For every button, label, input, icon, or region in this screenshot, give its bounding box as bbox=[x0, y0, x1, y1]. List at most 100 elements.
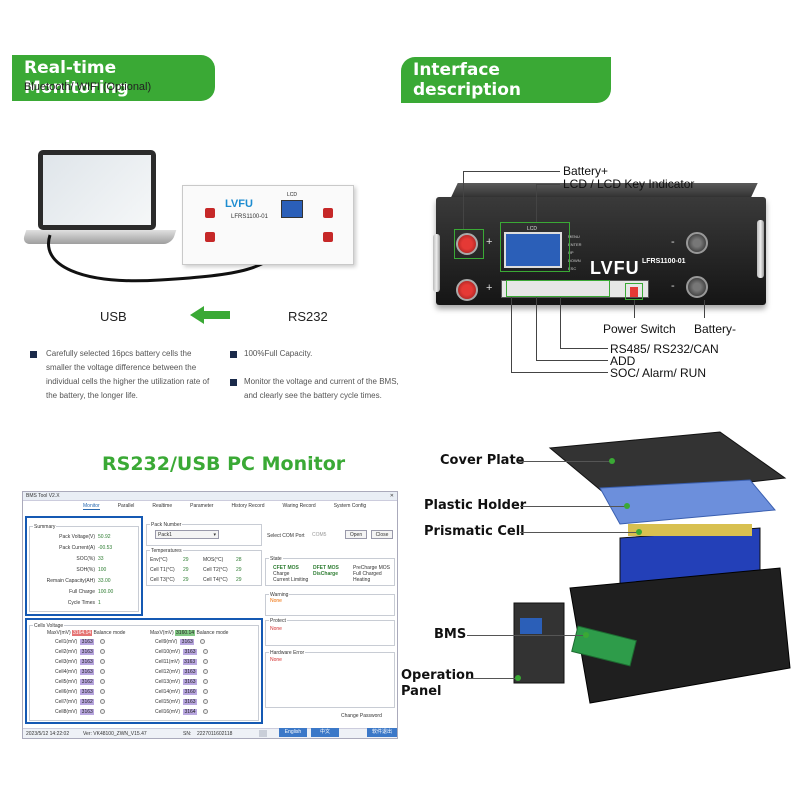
temp-row: Env(°C)29 bbox=[150, 557, 189, 563]
warning-title: Warning bbox=[269, 592, 290, 598]
battery-plus-terminal bbox=[456, 233, 478, 255]
lcd-tag: LCD bbox=[287, 192, 298, 198]
bullet-icon bbox=[30, 351, 37, 358]
bms-tool-window: BMS Tool V2.X ✕ Monitor Parallel Realtim… bbox=[22, 491, 398, 739]
summary-row: Pack Voltage(V)50.92 bbox=[59, 534, 111, 540]
balance-indicator bbox=[202, 659, 208, 665]
leader-line bbox=[560, 348, 608, 349]
model-number: LFRS1100-01 bbox=[231, 214, 268, 220]
balance-indicator bbox=[200, 639, 206, 645]
power-switch[interactable] bbox=[630, 287, 638, 297]
connectivity-subtitle: Bluetooth/ WIFI (Optional) bbox=[24, 81, 152, 93]
terminal-right-top bbox=[323, 208, 333, 218]
window-title-bar: BMS Tool V2.X ✕ bbox=[23, 492, 397, 501]
lock-icon[interactable] bbox=[259, 730, 267, 737]
negative-terminal bbox=[205, 232, 215, 242]
model-number: LFRS1100-01 bbox=[642, 258, 686, 265]
close-button[interactable]: Close bbox=[371, 530, 393, 539]
balance-indicator bbox=[100, 659, 106, 665]
cell-row: Cell1(mV)3163 bbox=[55, 639, 106, 645]
cell-row: Cell15(mV)3163 bbox=[155, 699, 209, 705]
usb-label: USB bbox=[100, 309, 127, 324]
green-arrow-icon bbox=[190, 306, 230, 324]
right-handle bbox=[757, 220, 764, 278]
cell-row: Cell3(mV)3163 bbox=[55, 659, 106, 665]
laptop-screen bbox=[38, 150, 156, 230]
leader-line bbox=[536, 184, 560, 185]
leader-line bbox=[519, 461, 611, 462]
state-col-2: DFET MOS DisCharge bbox=[313, 565, 339, 577]
plus-sign: + bbox=[486, 236, 493, 248]
pack-select[interactable]: Pack1▾ bbox=[155, 530, 219, 539]
battery-module-white: LVFU LFRS1100-01 LCD bbox=[182, 185, 354, 265]
tab-monitor[interactable]: Monitor bbox=[83, 503, 100, 510]
leader-line bbox=[520, 506, 626, 507]
window-title: BMS Tool V2.X bbox=[26, 493, 60, 499]
feature-text-3: Monitor the voltage and current of the B… bbox=[244, 377, 399, 400]
cells-voltage-highlight bbox=[25, 618, 263, 724]
chinese-button[interactable]: 中文 bbox=[311, 728, 339, 737]
tab-waring-record[interactable]: Waring Record bbox=[282, 503, 316, 509]
warning-value: None bbox=[270, 598, 282, 604]
temp-row: MOS(°C)28 bbox=[203, 557, 242, 563]
balance-indicator bbox=[203, 699, 209, 705]
leader-dot bbox=[609, 458, 615, 464]
open-button[interactable]: Open bbox=[345, 530, 367, 539]
exit-button[interactable]: 软件退出 bbox=[367, 728, 397, 737]
add-label: ADD bbox=[610, 354, 636, 368]
max-voltage-right: MaxV(mV) 3160.14 Balance mode bbox=[150, 630, 229, 636]
brand-logo: LVFU bbox=[590, 258, 640, 278]
leader-line bbox=[463, 171, 464, 229]
change-password-link[interactable]: Change Password bbox=[341, 713, 382, 719]
comm-ports-label: RS485/ RS232/CAN bbox=[610, 342, 719, 356]
lcd-tag: LCD bbox=[527, 226, 538, 232]
balance-indicator bbox=[100, 699, 106, 705]
cell-row: Cell5(mV)3162 bbox=[55, 679, 106, 685]
prismatic-cell-label: Prismatic Cell bbox=[424, 524, 525, 539]
exploded-battery-illustration bbox=[513, 431, 791, 704]
balance-indicator bbox=[100, 679, 106, 685]
temp-row: Cell T4(°C)29 bbox=[203, 577, 242, 583]
temperatures-title: Temperatures bbox=[150, 548, 183, 554]
bms-lcd bbox=[520, 618, 542, 634]
leader-line bbox=[520, 532, 638, 533]
temperatures-group: Temperatures bbox=[146, 548, 262, 586]
cell-row: Cell14(mV)3160 bbox=[155, 689, 209, 695]
leader-line bbox=[467, 678, 517, 679]
lcd-screen bbox=[281, 200, 303, 218]
com-port-select[interactable]: COM5 bbox=[312, 532, 327, 538]
leader-line bbox=[704, 300, 705, 318]
bullet-icon bbox=[230, 351, 237, 358]
status-datetime: 2023/5/12 14:22:02 bbox=[26, 731, 70, 737]
battery-plus-label: Battery+ bbox=[563, 164, 609, 178]
hardware-error-group: Hardware Error bbox=[265, 650, 395, 708]
temp-row: Cell T2(°C)29 bbox=[203, 567, 242, 573]
cell-terminals bbox=[628, 524, 752, 536]
summary-group: Summary bbox=[29, 524, 139, 612]
tab-realtime[interactable]: Realtime bbox=[152, 503, 173, 509]
left-handle bbox=[433, 234, 440, 292]
tab-history-record[interactable]: History Record bbox=[231, 503, 265, 509]
close-icon[interactable]: ✕ bbox=[389, 493, 394, 499]
balance-indicator bbox=[100, 709, 106, 715]
brand-logo: LVFU bbox=[225, 198, 253, 210]
protect-value: None bbox=[270, 626, 282, 632]
cell-row: Cell2(mV)3163 bbox=[55, 649, 106, 655]
cell-row: Cell8(mV)3163 bbox=[55, 709, 106, 715]
tab-system-config[interactable]: System Config bbox=[333, 503, 367, 509]
leader-line bbox=[511, 297, 512, 372]
cell-row: Cell6(mV)3163 bbox=[55, 689, 106, 695]
tab-parameter[interactable]: Parameter bbox=[190, 503, 214, 509]
tab-parallel[interactable]: Parallel bbox=[117, 503, 135, 509]
power-switch-label: Power Switch bbox=[603, 322, 676, 336]
summary-row: SOH(%)100 bbox=[76, 567, 107, 573]
english-button[interactable]: English bbox=[279, 728, 307, 737]
leader-line bbox=[536, 184, 537, 222]
cell-row: Cell4(mV)3163 bbox=[55, 669, 106, 675]
operation-panel-label: Operation Panel bbox=[401, 668, 475, 699]
balance-indicator bbox=[100, 639, 106, 645]
leader-dot bbox=[515, 675, 521, 681]
